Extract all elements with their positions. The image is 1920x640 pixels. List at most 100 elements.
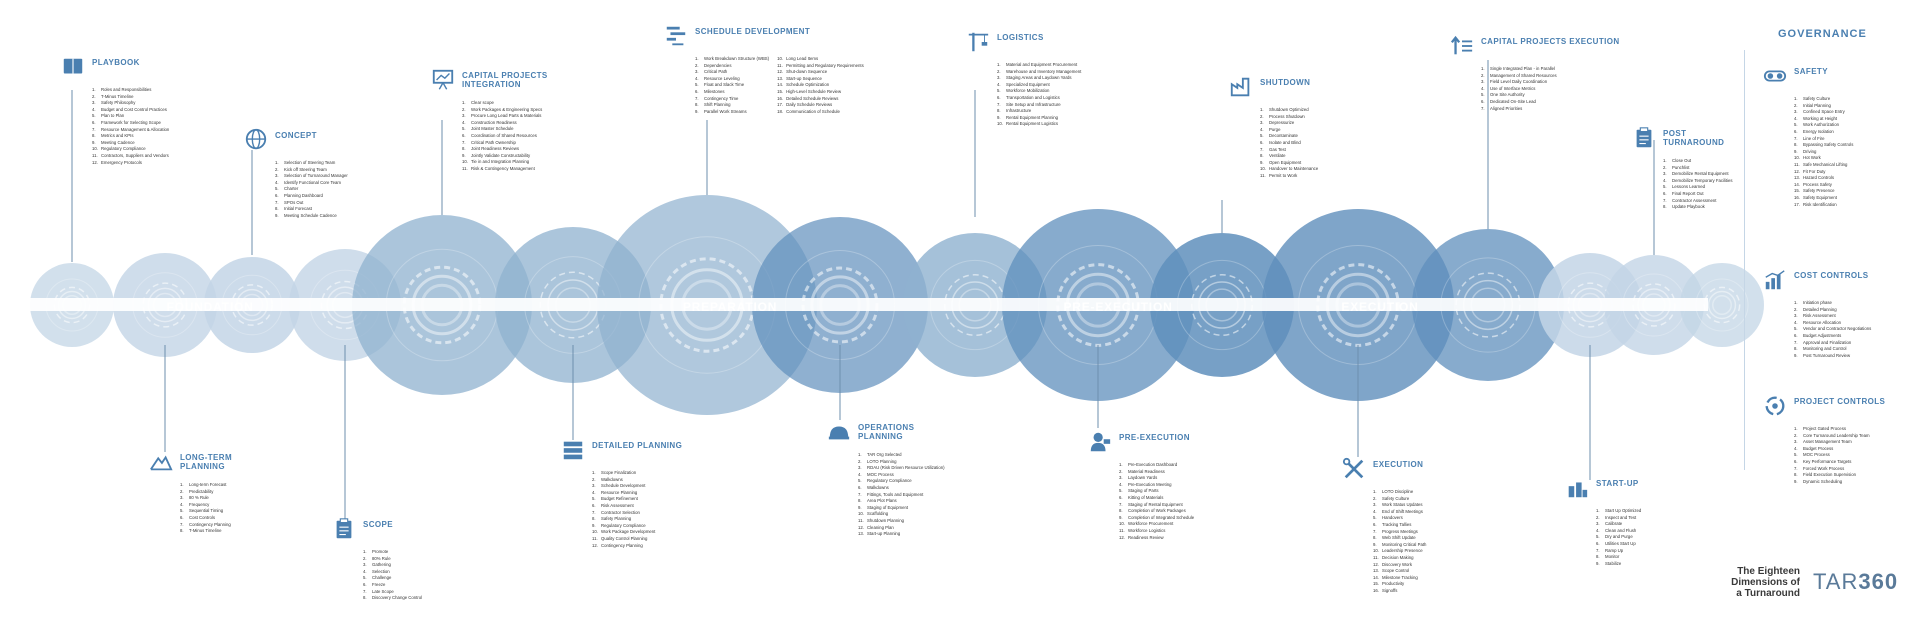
list-item: 9.Completion of Integrated Schedule xyxy=(1119,514,1195,520)
list-item: 11.Decision Making xyxy=(1373,554,1414,560)
list-item: 13.Start-up Sequence xyxy=(777,75,822,81)
list-item: 12.Discovery Work xyxy=(1373,561,1413,567)
list-item: 9.Stabilize xyxy=(1596,560,1622,566)
list-item: 2.Punchlist xyxy=(1663,164,1690,170)
list-item: 3.Risk Assessment xyxy=(1794,313,1836,319)
list-item: 11.Safe Mechanical Lifting xyxy=(1794,161,1848,167)
list-item: 5.Challenge xyxy=(363,575,392,581)
list-item: 1.Scope Finalization xyxy=(592,470,637,475)
list-item: 2.Dependencies xyxy=(695,62,732,68)
section-header: SAFETY xyxy=(1762,64,1853,93)
plant-icon xyxy=(1564,476,1590,505)
list-item: 9.Staging of Equipment xyxy=(858,504,909,510)
list-item: 1.Pre-Execution Dashboard xyxy=(1119,462,1178,467)
list-item: 12.Fit For Duty xyxy=(1794,168,1826,174)
list-item: 8.Ventilate xyxy=(1260,153,1286,159)
list-item: 14.Milestone Tracking xyxy=(1373,574,1418,580)
list-item: 4.Resource Planning xyxy=(592,489,638,495)
list-item: 12.Contingency Planning xyxy=(592,542,643,548)
list-item: 1.Project Gated Process xyxy=(1794,426,1846,431)
list-item: 7.SPOs Out xyxy=(275,199,304,205)
section-header: POST TURNAROUND xyxy=(1631,126,1733,155)
section-list: 1.Work Breakdown Structure (WBS)2.Depend… xyxy=(695,56,769,115)
list-item: 4.Demobilize Temporary Facilities xyxy=(1663,177,1733,183)
list-item: 11.Workforce Logistics xyxy=(1119,527,1166,533)
list-item: 10.Regulatory Compliance xyxy=(92,146,146,152)
list-item: 3.Procure Long Lead Parts & Materials xyxy=(462,113,542,119)
section-header: DETAILED PLANNING xyxy=(560,438,682,467)
section-title: OPERATIONS PLANNING xyxy=(858,423,915,441)
phase-label: EXECUTION xyxy=(1341,300,1419,314)
section-header: START-UP xyxy=(1564,476,1641,505)
list-item: 16.Detailed Schedule Reviews xyxy=(777,95,839,101)
section-title: DETAILED PLANNING xyxy=(592,441,683,450)
list-item: 1.TAR Org Selected xyxy=(858,452,902,457)
section-title: PROJECT CONTROLS xyxy=(1794,397,1886,406)
list-item: 7.Line of Fire xyxy=(1794,135,1825,141)
list-item: 12.Emergency Protocols xyxy=(92,159,142,165)
list-item: 12.Cleaning Plan xyxy=(858,524,894,530)
list-item: 7.Late Scope xyxy=(363,588,394,594)
list-item: 13.Start-up Planning xyxy=(858,531,901,537)
gantt-icon xyxy=(663,24,689,53)
tools-icon xyxy=(1341,457,1367,486)
list-item: 8.Initial Forecast xyxy=(275,206,312,212)
crane-icon xyxy=(965,30,991,59)
list-item: 1.Shutdown Optimized xyxy=(1260,107,1309,112)
list-item: 2.80% Rule xyxy=(363,555,391,561)
list-item: 5.Joint Master Schedule xyxy=(462,126,514,132)
list-item: 5.Charter xyxy=(275,186,299,192)
list-item: 2.Work Packages & Engineering Specs xyxy=(462,106,543,112)
list-item: 7.Gas Test xyxy=(1260,146,1286,152)
list-item: 4.Working at Height xyxy=(1794,115,1838,121)
list-item: 5.Dry and Purge xyxy=(1596,534,1633,540)
goggles-icon xyxy=(1762,64,1788,93)
list-item: 7.Contingency Time xyxy=(695,95,739,101)
list-item: 7.Site Setup and Infrastructure xyxy=(997,101,1061,107)
list-item: 15.Safety Presence xyxy=(1794,188,1835,194)
list-item: 7.Critical Path Ownership xyxy=(462,139,516,145)
section-header: SCHEDULE DEVELOPMENT xyxy=(663,24,864,53)
list-item: 1.Long-term Forecast xyxy=(180,482,227,487)
list-item: 5.MOC Process xyxy=(1794,452,1830,458)
list-item: 9.Jointly Validate Constructability xyxy=(462,152,531,158)
section-header: CAPITAL PROJECTS INTEGRATION xyxy=(430,68,548,97)
section-header: CAPITAL PROJECTS EXECUTION xyxy=(1449,34,1620,63)
globe-icon xyxy=(243,128,269,157)
list-item: 3.Critical Path xyxy=(695,69,728,75)
list-item: 3.Confined Space Entry xyxy=(1794,109,1845,115)
list-item: 2.Material Readiness xyxy=(1119,468,1165,474)
list-item: 14.Schedule Optimization xyxy=(777,82,830,88)
list-item: 8.T-Minus Timeline xyxy=(180,528,222,534)
list-item: 9.Regulatory Compliance xyxy=(592,522,646,528)
list-item: 9.Driving xyxy=(1794,148,1817,154)
list-item: 16.Signoffs xyxy=(1373,587,1398,593)
list-item: 3.Staging Areas and Laydown Yards xyxy=(997,75,1072,81)
section-schedule-development: SCHEDULE DEVELOPMENT 1.Work Breakdown Str… xyxy=(663,24,864,115)
list-item: 6.Transportation and Logistics xyxy=(997,94,1060,100)
list-item: 10.Tie in and Integration Planning xyxy=(462,159,530,165)
section-title: SAFETY xyxy=(1794,67,1828,76)
factory-icon xyxy=(1228,75,1254,104)
section-header: SCOPE xyxy=(331,517,422,546)
list-item: 3.RDAU (Risk Driven Resource Utilization… xyxy=(858,465,945,471)
list-item: 2.Core Turnaround Leadership Team xyxy=(1794,432,1870,438)
list-item: 8.Monitoring and Control xyxy=(1794,346,1847,352)
list-item: 4.Resource Allocation xyxy=(1794,319,1841,325)
list-item: 18.Communication of Schedule xyxy=(777,108,840,114)
list-item: 11.Quality Control Planning xyxy=(592,535,648,541)
list-item: 15.Productivity xyxy=(1373,581,1405,587)
list-item: 1.LOTO Discipline xyxy=(1373,489,1414,494)
